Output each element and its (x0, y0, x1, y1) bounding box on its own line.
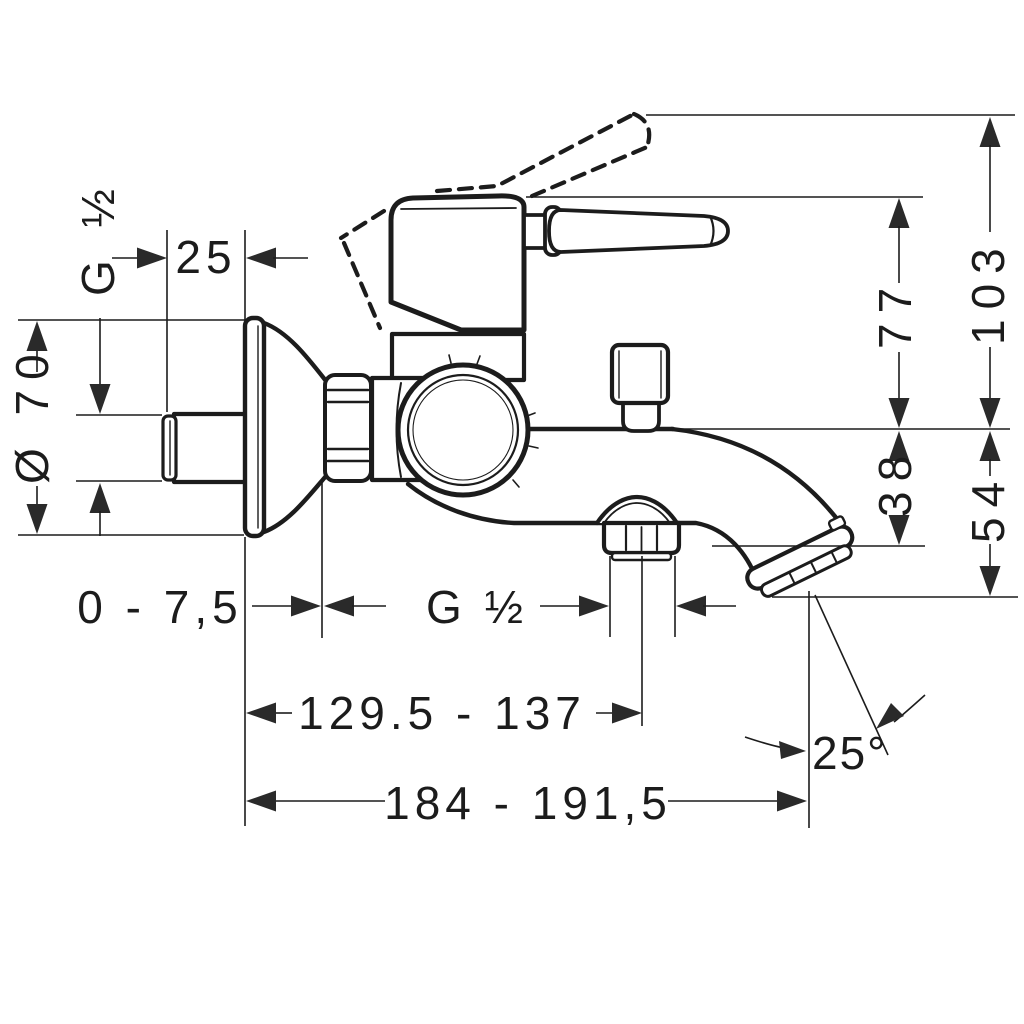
dimension-labels: G ½ 25 Ø 70 77 103 38 54 0 - 7,5 G ½ 129… (6, 179, 1014, 829)
label-spout-angle: 25° (812, 727, 888, 779)
adjusting-ring (323, 373, 373, 483)
lever-grip (522, 205, 730, 257)
escutcheon (242, 315, 329, 539)
label-spout-outlet-drop: 38 (869, 446, 921, 517)
label-nipple-projection: 25 (175, 231, 236, 283)
label-spout-center-reach: 129.5 - 137 (298, 687, 586, 739)
diverter-knob (609, 342, 671, 433)
dimension-lines (18, 114, 1018, 828)
faucet-linework (161, 111, 855, 598)
label-escutcheon-diameter: Ø 70 (6, 344, 58, 484)
label-handle-max-height: 103 (962, 238, 1014, 345)
lever-alt-position-dashed (338, 111, 652, 331)
wall-nipple (161, 411, 249, 485)
label-handle-height: 77 (869, 278, 921, 349)
label-shower-outlet-thread: G ½ (426, 581, 528, 633)
spout-angle-callout (744, 594, 926, 759)
label-wall-adjustment-range: 0 - 7,5 (77, 581, 242, 633)
shower-hose-connector (594, 494, 682, 562)
label-aerator-drop: 54 (962, 472, 1014, 543)
aerator (745, 515, 855, 598)
lever-head (388, 193, 527, 333)
label-total-reach: 184 - 191,5 (384, 777, 672, 829)
label-wall-thread-size: G ½ (72, 179, 124, 296)
